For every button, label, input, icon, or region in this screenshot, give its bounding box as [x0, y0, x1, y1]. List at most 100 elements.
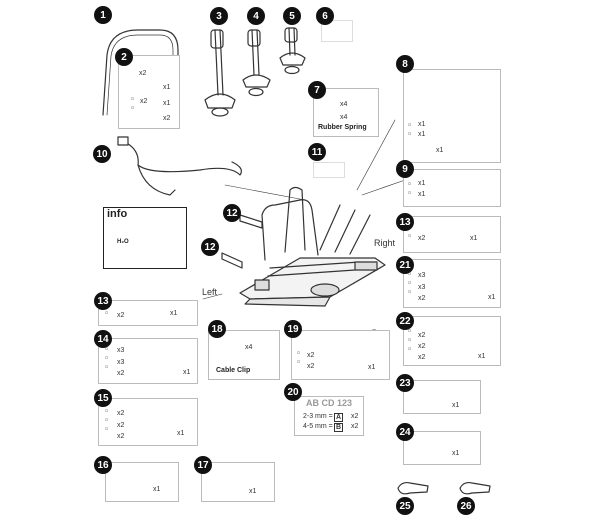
qty-19c: x1	[368, 364, 376, 371]
screw-icons-19: ◦◦	[296, 349, 302, 368]
cable-clip-label: Cable Clip	[216, 367, 251, 374]
part-15-box	[98, 398, 198, 446]
qty-22d: x1	[478, 353, 486, 360]
license-plate-text: AB CD 123	[306, 398, 353, 408]
screw-icons-13l: ◦	[104, 309, 110, 319]
part-number-22: 22	[396, 312, 414, 330]
part-number-8: 8	[396, 55, 414, 73]
part-16-box	[105, 462, 179, 502]
qty-13l-a: x2	[117, 312, 125, 319]
key-25-drawing	[397, 481, 429, 495]
size-2-3-label: 2-3 mm =	[303, 413, 333, 420]
qty-2e: x2	[163, 115, 171, 122]
qty-15d: x1	[177, 430, 185, 437]
qty-19b: x2	[307, 363, 315, 370]
screw-icons-2: ◦◦	[130, 95, 136, 114]
carrier-body	[239, 186, 386, 307]
arch-frame	[102, 29, 179, 119]
part-9-box	[403, 169, 501, 207]
part-number-16: 16	[94, 456, 112, 474]
part-number-23: 23	[396, 374, 414, 392]
leader-right	[356, 119, 406, 196]
qty-17: x1	[249, 488, 257, 495]
info-box	[103, 207, 187, 269]
qty-22a: x2	[418, 332, 426, 339]
part-number-6: 6	[316, 7, 334, 25]
part-number-15: 15	[94, 389, 112, 407]
qty-21b: x3	[418, 284, 426, 291]
part-20-box	[294, 396, 364, 436]
part-number-24: 24	[396, 423, 414, 441]
qty-22c: x2	[418, 354, 426, 361]
screw-icons-15: ◦◦◦	[104, 407, 110, 435]
part-18-box	[208, 330, 280, 380]
qty-23: x1	[452, 402, 460, 409]
screw-icons-14: ◦◦◦	[104, 345, 110, 373]
qty-8a: x1	[418, 121, 426, 128]
leader-left	[202, 184, 306, 300]
qty-14d: x1	[183, 369, 191, 376]
part-23-box	[403, 380, 481, 414]
part-7-box	[313, 88, 379, 137]
qty-18a: x4	[245, 344, 253, 351]
part-2-box	[118, 55, 180, 129]
electric-cable	[119, 139, 242, 196]
qty-15b: x2	[117, 422, 125, 429]
part-19-box	[291, 330, 390, 380]
part-number-26: 26	[457, 497, 475, 515]
qty-20b: x2	[351, 423, 359, 430]
qty-22b: x2	[418, 343, 426, 350]
part-17-box	[201, 462, 275, 502]
qty-8b: x1	[418, 131, 426, 138]
qty-2c: x2	[140, 98, 148, 105]
part-21-box	[403, 259, 501, 308]
part-number-17: 17	[194, 456, 212, 474]
qty-2a: x2	[139, 70, 147, 77]
part-number-9: 9	[396, 160, 414, 178]
screw-icons-13r: ◦	[407, 232, 413, 242]
part-24-box	[403, 431, 481, 465]
size-4-5-label: 4-5 mm =	[303, 423, 333, 430]
part-number-18: 18	[208, 320, 226, 338]
info-title: info	[107, 208, 128, 220]
holder-arm-5	[279, 27, 306, 75]
qty-9a: x1	[418, 180, 426, 187]
qty-16: x1	[153, 486, 161, 493]
part-number-2: 2	[115, 48, 133, 66]
qty-13r-b: x1	[470, 235, 478, 242]
part-number-11: 11	[308, 143, 326, 161]
part-number-12-bottom: 12	[201, 238, 219, 256]
part-number-13-left: 13	[94, 292, 112, 310]
part-13-left-box	[98, 300, 198, 326]
holder-arm-4	[242, 29, 271, 97]
part-number-14: 14	[94, 330, 112, 348]
part-number-13-right: 13	[396, 213, 414, 231]
arch-frame-inner	[106, 34, 174, 119]
size-b-label: B	[334, 423, 344, 432]
part-number-25: 25	[396, 497, 414, 515]
screw-icons-9: ◦◦	[407, 180, 413, 199]
part-12-drawing-bottom	[221, 252, 243, 269]
size-a-label: A	[334, 413, 344, 422]
qty-7a: x4	[340, 101, 348, 108]
part-8-box	[403, 69, 501, 163]
part-number-19: 19	[284, 320, 302, 338]
qty-9b: x1	[418, 191, 426, 198]
qty-21c: x2	[418, 295, 426, 302]
screw-icons-21: ◦◦◦	[407, 270, 413, 298]
key-26-drawing	[459, 481, 491, 495]
screw-icons-8: ◦◦	[407, 121, 413, 140]
qty-13l-b: x1	[170, 310, 178, 317]
rubber-spring-label: Rubber Spring	[318, 124, 367, 131]
qty-20a: x2	[351, 413, 359, 420]
qty-14a: x3	[117, 347, 125, 354]
part-22-box	[403, 316, 501, 366]
part-number-4: 4	[247, 7, 265, 25]
part-number-20: 20	[284, 383, 302, 401]
qty-13r-a: x2	[418, 235, 426, 242]
part-number-1: 1	[94, 6, 112, 24]
part-number-5: 5	[283, 7, 301, 25]
part-6-box	[321, 20, 353, 42]
